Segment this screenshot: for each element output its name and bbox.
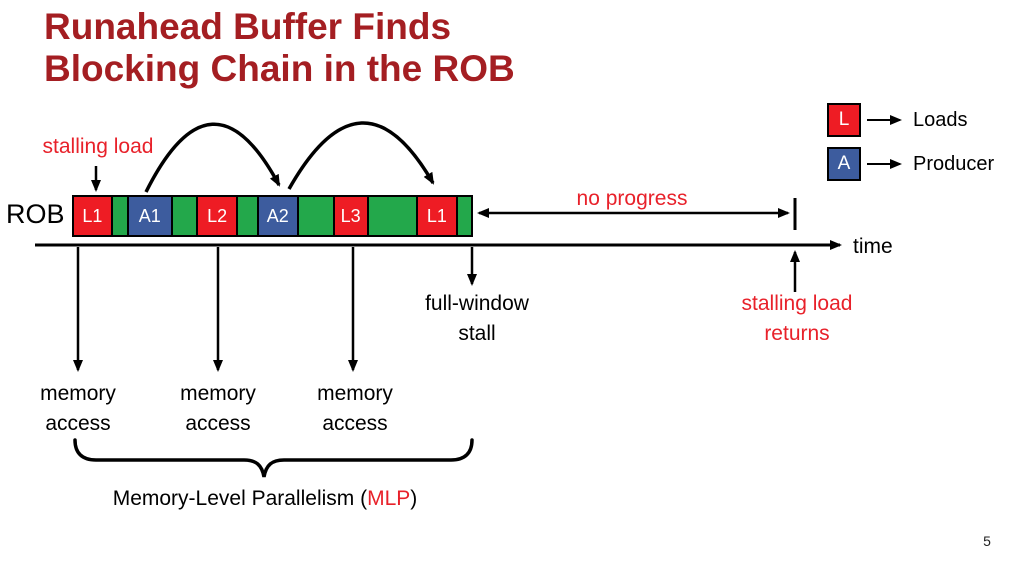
- legend-item-producer: A Producer: [827, 147, 994, 181]
- legend: L Loads A Producer: [827, 103, 994, 181]
- mlp-caption: Memory-Level Parallelism (MLP): [60, 487, 470, 511]
- rob-cell-empty: [235, 197, 257, 235]
- rob-cell-a2: A2: [256, 197, 297, 235]
- rob-cell-empty: [455, 197, 471, 235]
- load-symbol: L: [838, 109, 850, 130]
- slide-title: Runahead Buffer Finds Blocking Chain in …: [44, 6, 515, 90]
- load-returns-line2: returns: [764, 322, 830, 345]
- slide-title-line2: Blocking Chain in the ROB: [44, 48, 515, 89]
- memory-access-3-line1: memory: [317, 382, 393, 405]
- full-window-line2: stall: [458, 322, 496, 345]
- rob-cell-l1a: L1: [74, 197, 111, 235]
- stalling-load-returns-label: stalling load returns: [722, 289, 872, 349]
- rob-label: ROB: [6, 199, 65, 229]
- memory-access-2-line2: access: [185, 412, 251, 435]
- mlp-caption-suffix: ): [410, 487, 418, 510]
- memory-access-2-line1: memory: [180, 382, 256, 405]
- full-window-stall-label: full-window stall: [407, 289, 547, 349]
- rob-row: L1 A1 L2 A2 L3 L1: [72, 195, 473, 237]
- time-axis-label: time: [853, 235, 893, 258]
- memory-access-label-2: memory access: [158, 379, 278, 439]
- mlp-caption-highlight: MLP: [367, 487, 411, 510]
- rob-cell-l2: L2: [196, 197, 236, 235]
- rob-cell-empty: [170, 197, 197, 235]
- legend-item-loads: L Loads: [827, 103, 994, 137]
- memory-access-label-1: memory access: [18, 379, 138, 439]
- stalling-load-label: stalling load: [42, 135, 154, 158]
- page-number: 5: [983, 533, 991, 549]
- load-returns-line1: stalling load: [741, 292, 853, 315]
- rob-cell-l1b: L1: [415, 197, 456, 235]
- legend-label-loads: Loads: [913, 108, 968, 131]
- full-window-line1: full-window: [425, 292, 529, 315]
- rob-cell-empty: [296, 197, 333, 235]
- producer-symbol: A: [837, 153, 851, 174]
- legend-label-producer: Producer: [913, 152, 995, 175]
- memory-access-1-line2: access: [45, 412, 111, 435]
- rob-cell-l3: L3: [332, 197, 367, 235]
- rob-cell-empty: [366, 197, 416, 235]
- memory-access-3-line2: access: [322, 412, 388, 435]
- rob-cell-empty: [110, 197, 128, 235]
- rob-cell-a1: A1: [127, 197, 171, 235]
- slide-title-line1: Runahead Buffer Finds: [44, 6, 452, 47]
- producer-symbol-box: A: [827, 147, 861, 181]
- memory-access-label-3: memory access: [295, 379, 415, 439]
- memory-access-1-line1: memory: [40, 382, 116, 405]
- mlp-brace: [73, 438, 474, 478]
- no-progress-label: no progress: [576, 187, 688, 210]
- mlp-caption-prefix: Memory-Level Parallelism (: [112, 487, 368, 510]
- load-symbol-box: L: [827, 103, 861, 137]
- dependency-arc-a2-l1: [287, 121, 435, 190]
